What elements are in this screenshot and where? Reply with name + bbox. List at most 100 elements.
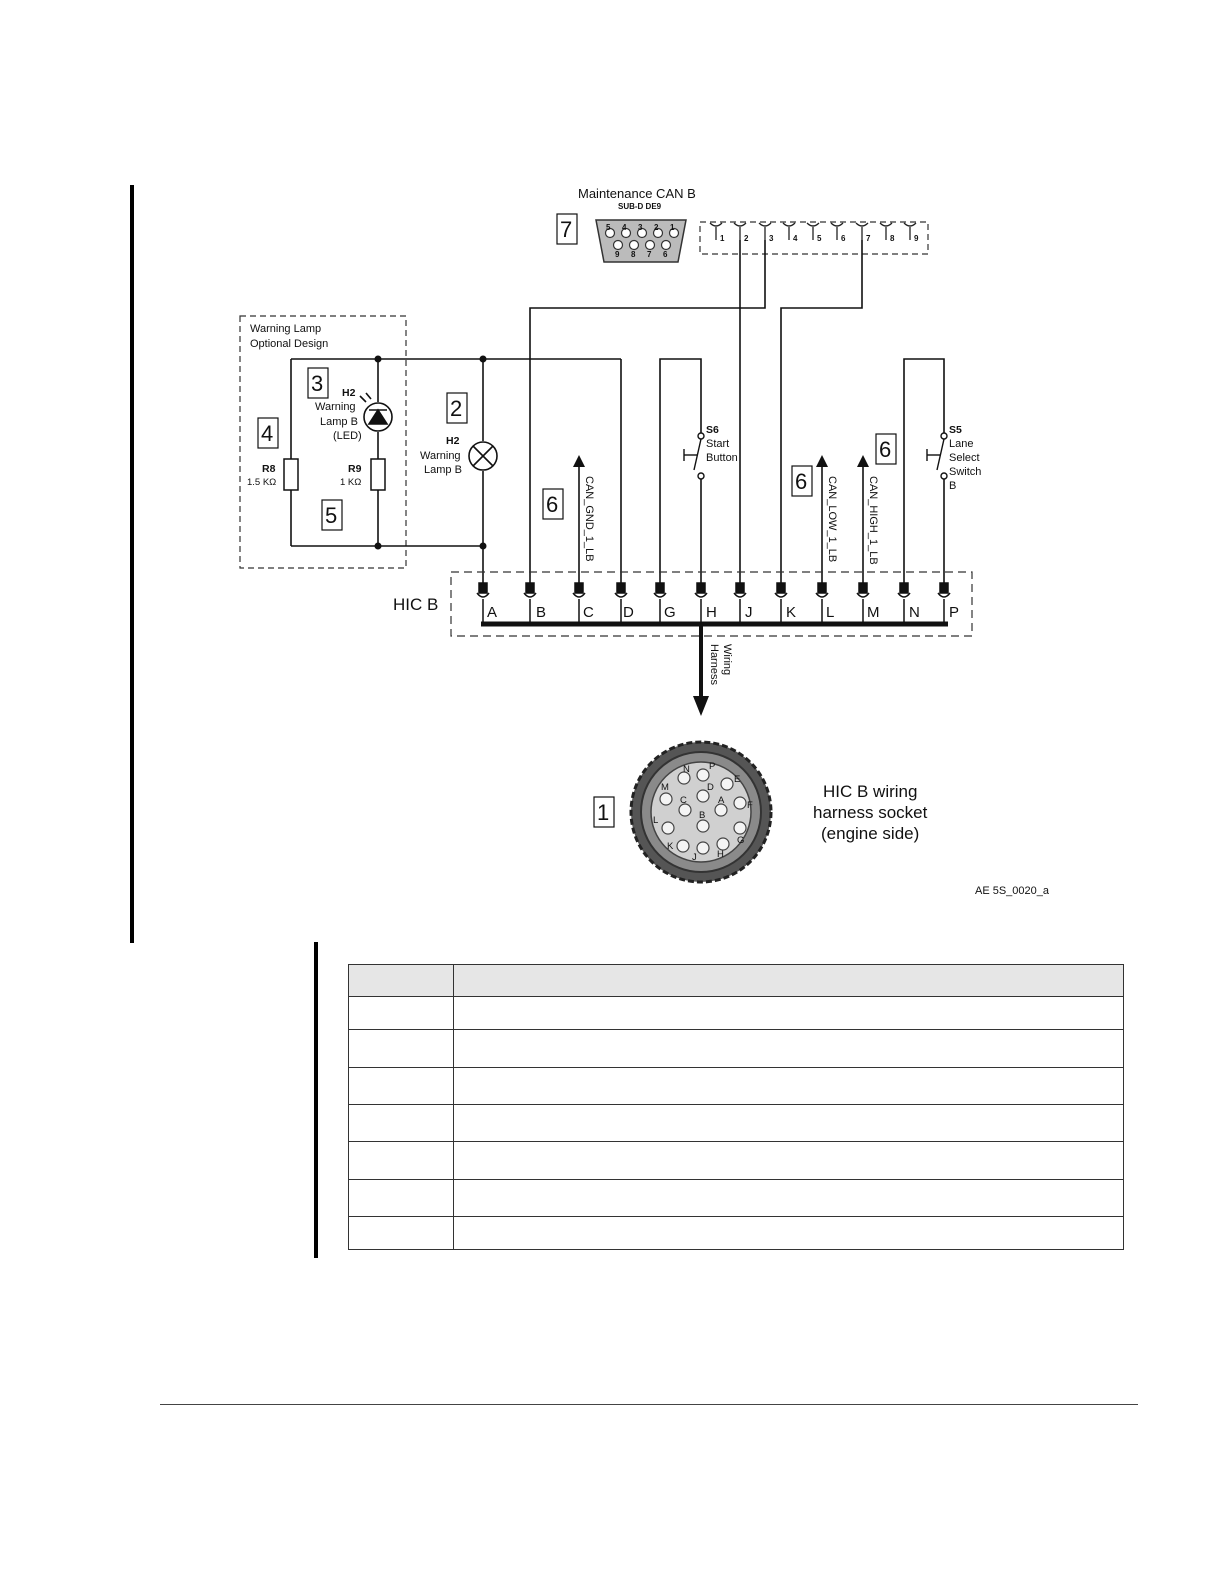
table-cell <box>348 1067 454 1105</box>
db9-terminals <box>709 222 917 240</box>
callout-3: 3 <box>311 371 323 396</box>
harness-label-2: Harness <box>708 644 720 685</box>
svg-text:D: D <box>623 604 634 621</box>
svg-text:P: P <box>709 761 715 772</box>
table-row <box>348 1141 1124 1180</box>
callout-4: 4 <box>261 421 273 446</box>
wires <box>290 240 945 583</box>
change-bar-table <box>314 942 318 1258</box>
resistor-r8 <box>283 458 299 491</box>
table-cell <box>453 1029 1124 1068</box>
svg-text:2: 2 <box>744 234 749 243</box>
svg-text:G: G <box>737 835 744 846</box>
maintenance-can-subtitle: SUB-D DE9 <box>618 202 662 211</box>
svg-text:6: 6 <box>841 234 846 243</box>
socket-label-2: harness socket <box>813 803 928 822</box>
s6-label-2: Button <box>706 452 738 464</box>
callout-6-gnd-box <box>542 488 564 520</box>
svg-text:M: M <box>661 782 669 793</box>
optional-design-box <box>239 315 407 569</box>
callout-3-box <box>307 367 329 399</box>
legend-header-description <box>453 964 1124 997</box>
callout-2-box <box>446 392 468 424</box>
led-ref: H2 <box>342 387 356 399</box>
lamp-label-2: Lamp B <box>424 464 462 476</box>
svg-text:2: 2 <box>654 223 659 232</box>
junction-dots <box>374 355 487 550</box>
wiring-diagram: Maintenance CAN B SUB-D DE9 7 5 4 3 2 1 … <box>239 186 1050 897</box>
can-arrowheads <box>573 455 869 467</box>
socket-label-1: HIC B wiring <box>823 782 917 801</box>
led-label-2: Lamp B <box>320 416 358 428</box>
svg-text:P: P <box>949 604 959 621</box>
table-cell <box>453 996 1124 1030</box>
db9-pin-labels: 5 4 3 2 1 9 8 7 6 <box>606 223 675 259</box>
callout-6-low: 6 <box>795 469 807 494</box>
svg-text:9: 9 <box>615 250 620 259</box>
svg-text:1: 1 <box>670 223 675 232</box>
socket-pin-holes <box>659 768 747 855</box>
callout-5-box <box>321 499 343 531</box>
legend-header-item <box>348 964 454 997</box>
led-label-3: (LED) <box>333 430 362 442</box>
change-bar-figure <box>130 185 134 943</box>
harness-arrowhead <box>693 696 709 716</box>
svg-text:A: A <box>718 795 725 806</box>
s5-label-3: Switch <box>949 466 981 478</box>
svg-text:8: 8 <box>890 234 895 243</box>
s6-switch-symbol <box>683 432 705 480</box>
svg-text:8: 8 <box>631 250 636 259</box>
hic-b-pin-symbols <box>476 582 951 624</box>
footer-rule <box>160 1404 1138 1405</box>
s5-switch-symbol <box>926 432 948 480</box>
svg-text:N: N <box>683 764 690 775</box>
svg-text:M: M <box>867 604 880 621</box>
svg-text:E: E <box>734 774 740 785</box>
table-cell <box>453 1179 1124 1217</box>
callout-1: 1 <box>597 800 609 825</box>
callout-6-gnd: 6 <box>546 492 558 517</box>
db9-pins <box>604 227 680 251</box>
svg-text:7: 7 <box>647 250 652 259</box>
table-cell <box>348 1141 454 1180</box>
optional-design-title-2: Optional Design <box>250 338 328 350</box>
lamp-label-1: Warning <box>420 450 461 462</box>
svg-text:4: 4 <box>622 223 627 232</box>
svg-text:B: B <box>699 810 705 821</box>
svg-text:L: L <box>826 604 834 621</box>
socket-pin-labels: N P E M D C A F B L G K J H <box>653 761 753 863</box>
callout-7-box <box>556 213 578 245</box>
table-row <box>348 996 1124 1030</box>
table-row <box>348 1216 1124 1250</box>
svg-text:3: 3 <box>769 234 774 243</box>
callout-2: 2 <box>450 396 462 421</box>
table-row <box>348 1104 1124 1142</box>
can-low-label: CAN_LOW_1_LB <box>826 476 838 562</box>
table-cell <box>453 1141 1124 1180</box>
svg-text:J: J <box>745 604 753 621</box>
s5-label-4: B <box>949 480 956 492</box>
callout-5: 5 <box>325 503 337 528</box>
svg-text:H: H <box>706 604 717 621</box>
svg-text:B: B <box>536 604 546 621</box>
callout-1-box <box>593 796 615 828</box>
table-cell <box>348 1216 454 1250</box>
lamp-ref: H2 <box>446 435 460 447</box>
can-gnd-label: CAN_GND_1_LB <box>583 476 595 562</box>
resistor-r9 <box>370 458 386 491</box>
s5-ref: S5 <box>949 424 962 436</box>
table-cell <box>348 1104 454 1142</box>
table-row <box>348 1067 1124 1105</box>
maintenance-can-title: Maintenance CAN B <box>578 186 696 201</box>
table-cell <box>453 1067 1124 1105</box>
callout-7: 7 <box>560 217 572 242</box>
table-cell <box>348 1179 454 1217</box>
r8-value: 1.5 KΩ <box>247 477 276 488</box>
db9-terminal-box <box>699 221 929 255</box>
svg-text:5: 5 <box>606 223 611 232</box>
table-cell <box>453 1216 1124 1250</box>
can-high-label: CAN_HIGH_1_LB <box>867 476 879 565</box>
table-cell <box>348 996 454 1030</box>
db9-connector-shell <box>595 219 687 263</box>
table-row <box>348 1179 1124 1217</box>
